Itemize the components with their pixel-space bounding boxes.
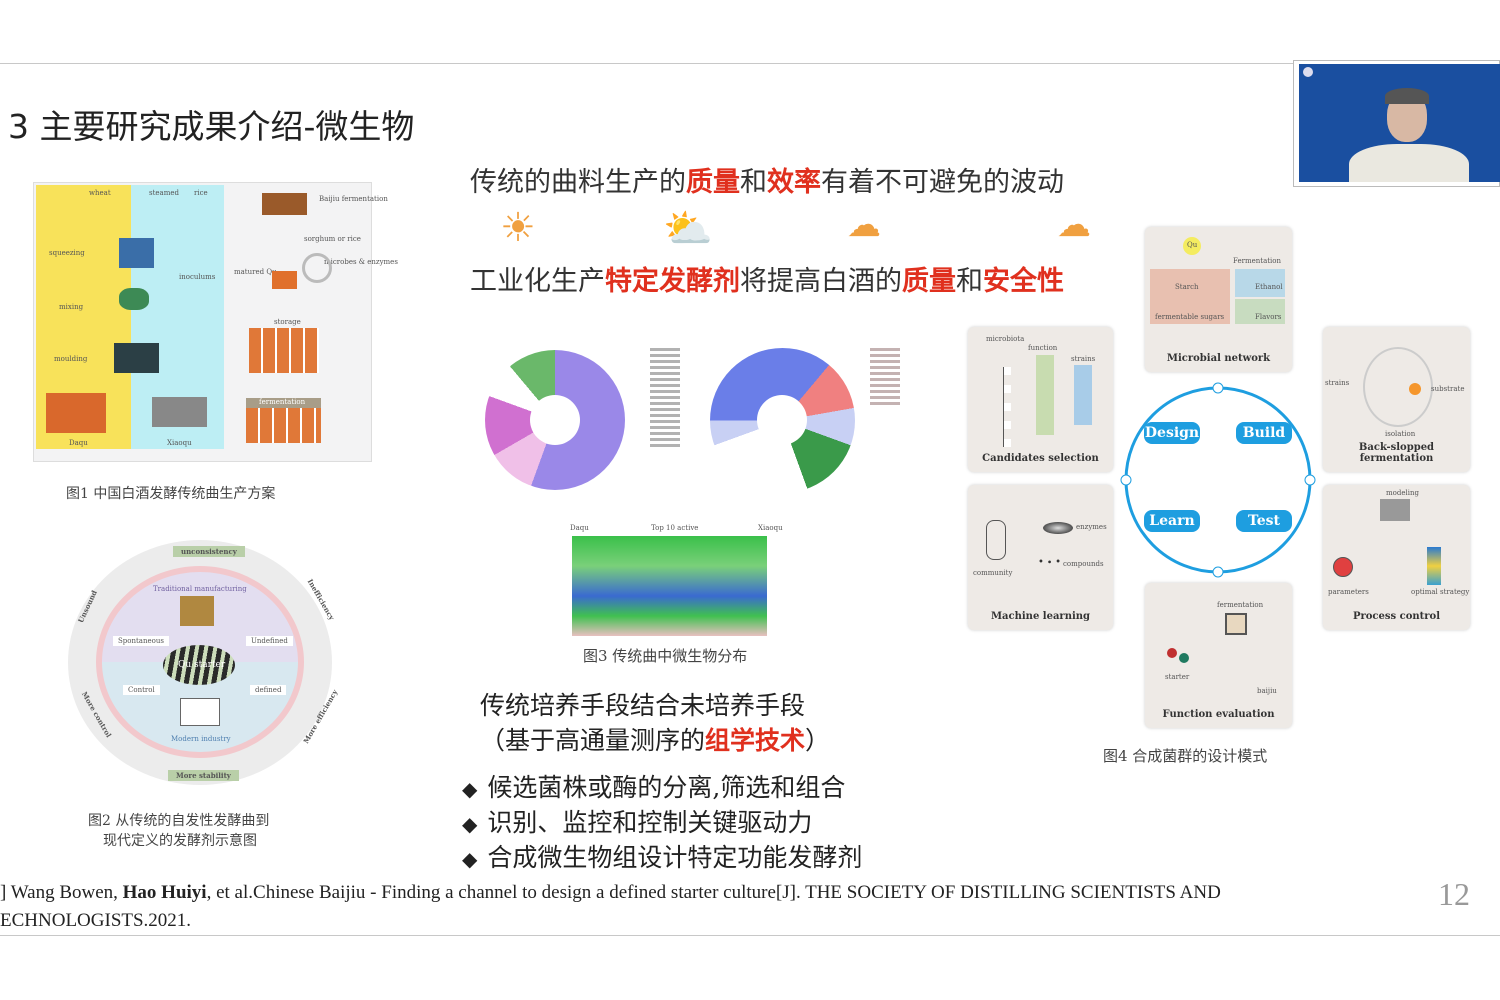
diamond-bullet-icon: ◆ [462,812,478,836]
sun-cloud-icon: ⛅ [663,206,713,252]
bullet-text: 识别、监控和控制关键驱动力 [487,808,813,837]
diamond-bullet-icon: ◆ [462,847,478,871]
figure-4-caption: 图4 合成菌群的设计模式 [1103,747,1268,765]
top-divider [0,63,1500,64]
highlight-text: 效率 [767,167,821,198]
bottom-divider [0,935,1500,936]
highlight-text: 安全性 [983,266,1064,297]
text-segment: 和 [740,167,767,198]
figure-2-caption-2: 现代定义的发酵剂示意图 [103,833,257,849]
page-number: 12 [1438,876,1470,912]
text-segment: 传统的曲料生产的 [470,167,686,198]
text-segment: ） [805,726,831,755]
card-candidates-selection: microbiota function strains Candidates s… [968,327,1113,472]
bullet-item: ◆ 合成微生物组设计特定功能发酵剂 [462,838,862,874]
reference-line-2: ECHNOLOGISTS.2021. [0,910,192,931]
text-segment: 和 [956,266,983,297]
highlight-text: 质量 [686,167,740,198]
cloud-storm-icon: ☁ [1057,205,1091,245]
sun-icon: ☀ [500,205,536,251]
figure-2-caption-1: 图2 从传统的自发性发酵曲到 [88,813,270,829]
methods-line-2: （基于高通量测序的组学技术） [480,721,830,757]
highlight-text: 组学技术 [705,726,806,755]
card-function-evaluation: fermentation starter baijiu Function eva… [1145,583,1292,728]
cycle-learn: Learn [1144,510,1200,532]
diamond-bullet-icon: ◆ [462,777,478,801]
figure-1-caption: 图1 中国白酒发酵传统曲生产方案 [66,486,276,502]
speaker-body [1349,144,1469,182]
card-process-control: modeling parameters optimal strategy Pro… [1323,485,1470,630]
highlight-text: 特定发酵剂 [605,266,740,297]
sankey-flows [572,536,767,636]
figure-1: wheat steamed rice squeezing inoculums m… [33,182,398,462]
headline-1: 传统的曲料生产的质量和效率有着不可避免的波动 [470,160,1064,199]
text-segment: （基于高通量测序的 [480,726,706,755]
cycle-build: Build [1236,422,1292,444]
slide-title: 3 主要研究成果介绍-微生物 [8,107,415,146]
figure-2: unconsistency Inefficiency Unsound More … [68,540,339,785]
text-segment: 工业化生产 [470,266,605,297]
bullet-text: 候选菌株或酶的分离,筛选和组合 [487,773,846,802]
text-segment: 有着不可避免的波动 [821,167,1064,198]
highlight-text: 质量 [902,266,956,297]
bullet-text: 合成微生物组设计特定功能发酵剂 [487,843,863,872]
text-segment: 将提高白酒的 [740,266,902,297]
card-back-slopped-fermentation: strains substrate isolation Back-slopped… [1323,327,1470,472]
methods-line-1: 传统培养手段结合未培养手段 [480,691,806,720]
dbtl-cycle-ring [1124,386,1312,574]
figure-3-caption: 图3 传统曲中微生物分布 [583,647,748,665]
cycle-design: Design [1144,422,1200,444]
cloud-rain-icon: ☁ [847,205,881,245]
figure-3: Daqu Top 10 active Xiaoqu [415,340,915,640]
bullet-item: ◆ 候选菌株或酶的分离,筛选和组合 [462,768,845,804]
bullet-item: ◆ 识别、监控和控制关键驱动力 [462,803,812,839]
figure-4: Design Build Learn Test Qu Fermentation … [960,220,1480,740]
reference-line-1: ] Wang Bowen, Hao Huiyi, et al.Chinese B… [0,882,1221,903]
cycle-test: Test [1236,510,1292,532]
card-machine-learning: enzymes compounds • ∙ • community Machin… [968,485,1113,630]
headline-2: 工业化生产特定发酵剂将提高白酒的质量和安全性 [470,259,1064,298]
webcam-video[interactable] [1293,60,1500,187]
card-microbial-network: Qu Fermentation Starch fermentable sugar… [1145,227,1292,372]
university-logo-icon [1303,67,1313,77]
